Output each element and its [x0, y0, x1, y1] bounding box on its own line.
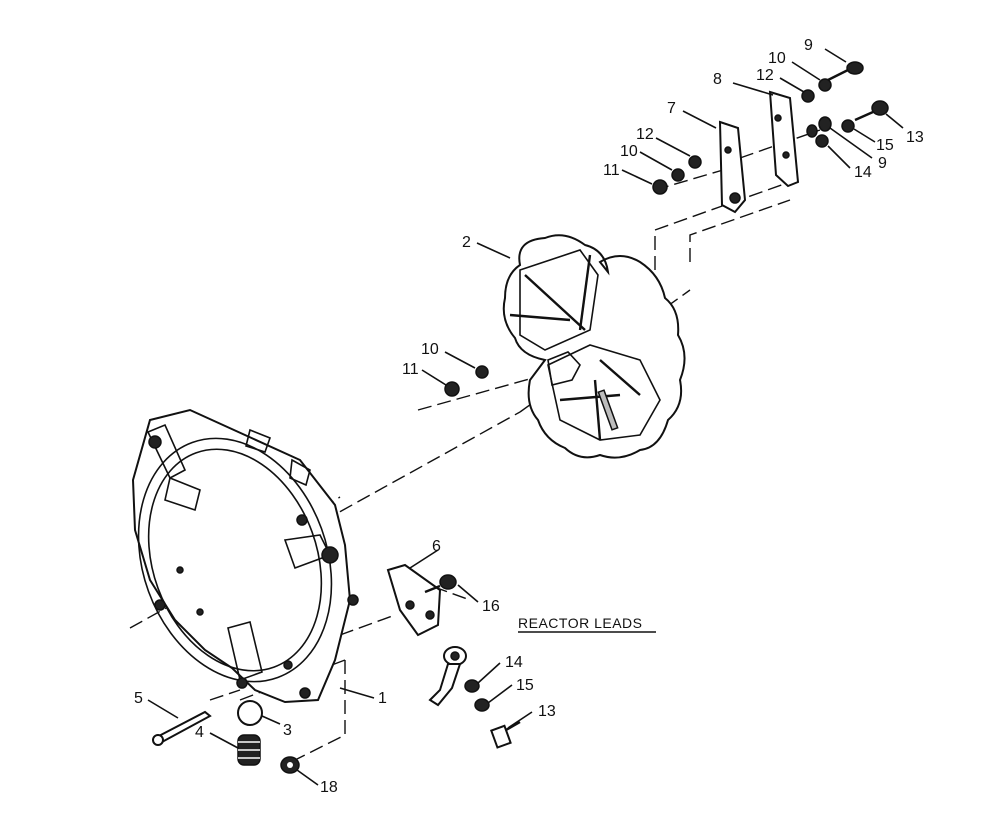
washer-10-left: [671, 168, 685, 182]
callout-5: 5: [134, 690, 143, 707]
washer-12-top: [801, 89, 815, 103]
bolt-13-top: [871, 100, 889, 116]
bolt-9-top: [846, 61, 864, 75]
nut-11-left: [652, 179, 668, 195]
lead-bracket-6-part: [386, 563, 457, 637]
washer-14-top: [815, 134, 829, 148]
ball-3: [237, 700, 263, 726]
bracket-8-part: [768, 90, 800, 188]
callout-4: 4: [195, 724, 204, 741]
leader-lines: [147, 48, 904, 786]
callout-14: 14: [854, 164, 872, 181]
reactor-leads-label: REACTOR LEADS: [518, 615, 643, 631]
callout-11: 11: [603, 162, 620, 179]
nut-11-mid: [444, 381, 460, 397]
callout-12: 12: [756, 67, 774, 84]
callout-labels: 9 10 8 12 7 12 10 11 13 15 9 14 2 10 11 …: [134, 37, 924, 796]
callout-18: 18: [320, 779, 338, 796]
callout-10: 10: [620, 143, 638, 160]
callout-11: 11: [402, 361, 419, 378]
bracket-7-part: [718, 120, 747, 214]
callout-10: 10: [421, 341, 439, 358]
callout-15: 15: [516, 677, 534, 694]
callout-14: 14: [505, 654, 523, 671]
callout-15: 15: [876, 137, 894, 154]
callout-1: 1: [378, 690, 387, 707]
callout-6: 6: [432, 538, 441, 555]
plate-part: [502, 234, 686, 459]
washer-12-left: [688, 155, 702, 169]
callout-16: 16: [482, 598, 500, 615]
screw-16: [439, 574, 457, 590]
callout-3: 3: [283, 722, 292, 739]
washer-15-top: [841, 119, 855, 133]
callout-2: 2: [462, 234, 471, 251]
reactor-lead-part: [428, 646, 521, 749]
callout-12: 12: [636, 126, 654, 143]
nut-9-right: [818, 116, 832, 132]
callout-13: 13: [538, 703, 556, 720]
callout-9: 9: [804, 37, 813, 54]
washer-10-top: [818, 78, 832, 92]
callout-13: 13: [906, 129, 924, 146]
callout-8: 8: [713, 71, 722, 88]
callout-9: 9: [878, 155, 887, 172]
bolt-13-lower: [490, 724, 512, 749]
washer-15-lower: [474, 698, 490, 712]
housing-ring-part: [131, 408, 359, 704]
washer-14-lower: [464, 679, 480, 693]
lower-small-parts: [152, 700, 300, 774]
callout-10: 10: [768, 50, 786, 67]
washer-10-mid: [475, 365, 489, 379]
callout-7: 7: [667, 100, 676, 117]
hardware-upper: [444, 61, 889, 397]
